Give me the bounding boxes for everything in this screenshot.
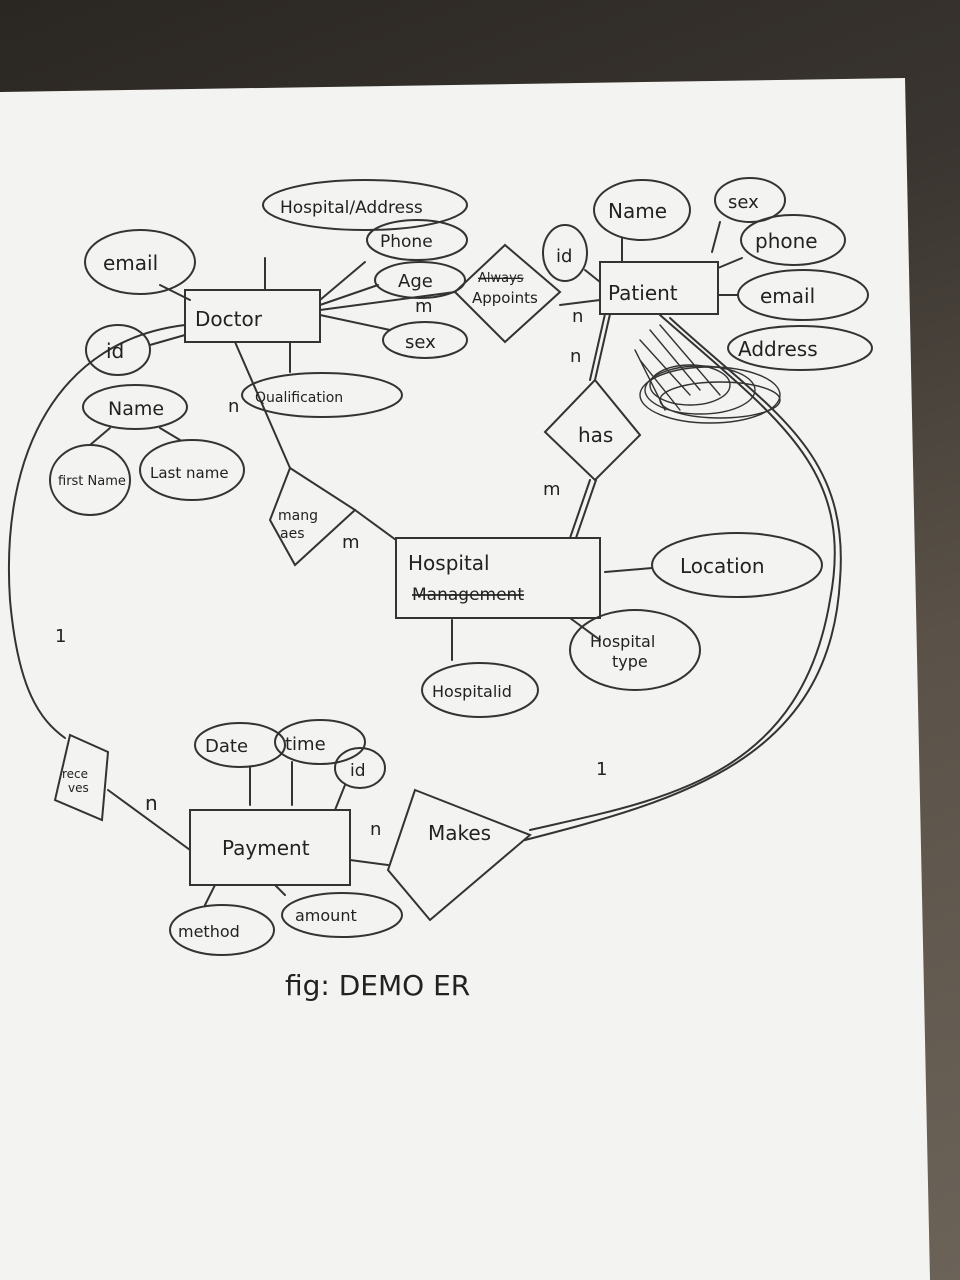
- hospital-id-oval: [421, 662, 539, 718]
- payment-amount-label: amount: [295, 906, 357, 925]
- doctor-label: Doctor: [195, 307, 263, 331]
- doctor-email-oval: [84, 229, 196, 295]
- patient-id-label: id: [556, 246, 572, 267]
- qualification-label: Qualification: [255, 390, 343, 406]
- hospital-type-label-1: Hospital: [590, 632, 655, 651]
- hospital-struck-label: Management: [412, 585, 524, 605]
- payment-id-oval: [334, 747, 386, 789]
- appoints-diamond: [453, 243, 562, 344]
- last-name-oval: [139, 439, 245, 501]
- doctor-name-label: Name: [108, 398, 164, 420]
- card-makes-patient: 1: [596, 759, 607, 780]
- doctor-phone-oval: [366, 219, 468, 261]
- hospital-label: Hospital: [408, 551, 490, 575]
- card-has-hospital: m: [543, 479, 561, 500]
- receives-label-line1: rece: [62, 767, 88, 781]
- location-oval: [651, 532, 823, 598]
- doctor-name-oval: [82, 384, 188, 430]
- appoints-label: Appoints: [472, 289, 538, 307]
- patient-label: Patient: [608, 281, 678, 305]
- manages-label-line2: aes: [280, 526, 305, 542]
- doctor-phone-label: Phone: [380, 232, 433, 252]
- hospital-address-label: Hospital/Address: [280, 198, 423, 218]
- paper-sheet: [0, 78, 930, 1280]
- makes-label: Makes: [428, 821, 491, 845]
- receives-label-line2: ves: [68, 781, 89, 795]
- receives-diamond: [53, 733, 110, 822]
- patient-phone-label: phone: [755, 229, 818, 253]
- payment-method-oval: [169, 904, 275, 956]
- payment-label: Payment: [222, 836, 310, 860]
- card-makes-payment: n: [370, 819, 381, 840]
- scribbled-attribute: [634, 324, 781, 424]
- payment-date-oval: [194, 722, 286, 768]
- card-receives-payment: n: [145, 791, 158, 815]
- patient-phone-oval: [740, 214, 846, 266]
- patient-address-label: Address: [738, 337, 818, 361]
- payment-id-label: id: [350, 761, 366, 781]
- card-doctor-appoints: m: [415, 296, 433, 317]
- location-label: Location: [680, 554, 765, 578]
- last-name-label: Last name: [150, 464, 229, 482]
- figure-caption: fig: DEMO ER: [285, 969, 470, 1002]
- has-label: has: [578, 423, 613, 447]
- doctor-age-oval: [374, 261, 466, 299]
- payment-entity-box: [189, 809, 351, 886]
- patient-sex-label: sex: [728, 192, 759, 213]
- card-patient-has: n: [570, 346, 581, 367]
- hospital-entity-box: [395, 537, 601, 619]
- patient-id-oval: [542, 224, 588, 282]
- doctor-id-oval: [85, 324, 151, 376]
- manages-label-line1: mang: [278, 508, 318, 524]
- patient-address-oval: [727, 325, 873, 371]
- doctor-age-label: Age: [398, 271, 433, 292]
- first-name-label: first Name: [58, 474, 126, 489]
- payment-time-oval: [274, 719, 366, 765]
- patient-entity-box: [599, 261, 719, 315]
- appoints-struck-label: Always: [478, 271, 524, 286]
- patient-email-label: email: [760, 284, 815, 308]
- payment-date-label: Date: [205, 736, 248, 757]
- card-doctor-manages: n: [228, 396, 239, 417]
- patient-name-label: Name: [608, 199, 667, 223]
- doctor-sex-label: sex: [405, 332, 436, 353]
- card-manages-hospital: m: [342, 532, 360, 553]
- payment-method-label: method: [178, 922, 240, 941]
- patient-name-oval: [593, 179, 691, 241]
- hospital-id-label: Hospitalid: [432, 682, 512, 701]
- card-appoints-patient: n: [572, 306, 583, 327]
- manages-diamond: [268, 466, 357, 567]
- hospital-address-oval: [262, 179, 468, 231]
- makes-diamond: [386, 788, 532, 922]
- hospital-type-oval: [569, 609, 701, 691]
- doctor-id-label: id: [106, 339, 124, 363]
- doctor-sex-oval: [382, 321, 468, 359]
- payment-amount-oval: [281, 892, 403, 938]
- qualification-oval: [241, 372, 403, 418]
- payment-time-label: time: [285, 734, 326, 755]
- hospital-type-label-2: type: [612, 652, 648, 671]
- patient-sex-oval: [714, 177, 786, 223]
- card-receives-doctor: 1: [55, 626, 66, 647]
- doctor-email-label: email: [103, 251, 158, 275]
